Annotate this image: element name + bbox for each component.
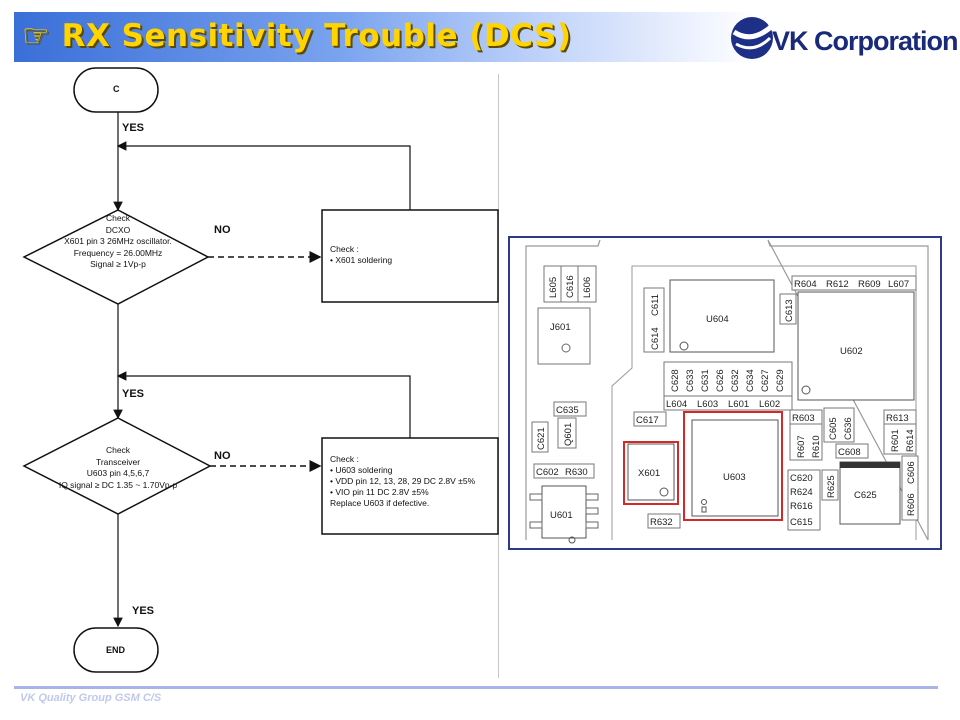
label-c620: C620 bbox=[790, 473, 813, 484]
q601 bbox=[557, 417, 577, 449]
footer-text: VK Quality Group GSM C/S bbox=[20, 692, 162, 704]
label-l603: L603 bbox=[697, 399, 718, 410]
label-l604: L604 bbox=[666, 399, 687, 410]
label-r614: R614 bbox=[905, 429, 916, 452]
label-c629: C629 bbox=[775, 369, 786, 392]
label-r616: R616 bbox=[790, 501, 813, 512]
decision-transceiver-text: Check Transceiver U603 pin 4,5,6,7 IQ si… bbox=[58, 445, 178, 490]
label-u603: U603 bbox=[723, 472, 746, 483]
label-c627: C627 bbox=[760, 369, 771, 392]
label-c628: C628 bbox=[670, 369, 681, 392]
label-u602: U602 bbox=[840, 346, 863, 357]
label-r609: R609 bbox=[858, 279, 881, 290]
label-j601: J601 bbox=[550, 322, 571, 333]
label-l606: L606 bbox=[582, 277, 593, 298]
label-c605: C605 bbox=[828, 417, 839, 440]
label-c635: C635 bbox=[556, 405, 579, 416]
label-l607: L607 bbox=[888, 279, 909, 290]
label-r613: R613 bbox=[886, 413, 909, 424]
label-c615: C615 bbox=[790, 517, 813, 528]
board-outline bbox=[525, 239, 929, 541]
label-l601: L601 bbox=[728, 399, 749, 410]
label-r610: R610 bbox=[811, 435, 822, 458]
label-c634: C634 bbox=[745, 369, 756, 392]
title-bar bbox=[14, 12, 942, 62]
label-u601: U601 bbox=[550, 510, 573, 521]
yes-label-2: YES bbox=[122, 388, 145, 400]
label-c626: C626 bbox=[715, 369, 726, 392]
label-c608: C608 bbox=[838, 447, 861, 458]
board-inner-outline bbox=[611, 265, 917, 540]
company-logo bbox=[731, 17, 774, 59]
footer-divider bbox=[14, 686, 938, 689]
yes-label-1: YES bbox=[122, 122, 145, 134]
label-r607: R607 bbox=[796, 435, 807, 458]
label-c613: C613 bbox=[784, 299, 795, 322]
loop-line-2 bbox=[116, 371, 411, 438]
j601 bbox=[537, 307, 591, 365]
label-u604: U604 bbox=[706, 314, 729, 325]
x601-highlight bbox=[623, 441, 679, 505]
yes-label-3: YES bbox=[132, 605, 155, 617]
action-box-2-text: Check : • U603 soldering • VDD pin 12, 1… bbox=[330, 454, 476, 508]
u603 bbox=[691, 419, 779, 517]
action-box-2 bbox=[321, 437, 499, 535]
u604 bbox=[669, 279, 775, 353]
label-c631: C631 bbox=[700, 369, 711, 392]
decision-dcxo-text: Check DCXO X601 pin 3 26MHz oscillator. … bbox=[64, 213, 172, 269]
label-x601: X601 bbox=[638, 468, 660, 479]
u603-highlight bbox=[683, 411, 783, 521]
label-c602: C602 bbox=[536, 467, 559, 478]
u602 bbox=[797, 291, 915, 401]
label-q601: Q601 bbox=[563, 423, 574, 446]
label-c617: C617 bbox=[636, 415, 659, 426]
c625 bbox=[839, 461, 901, 525]
label-c611: C611 bbox=[650, 294, 661, 316]
label-r624: R624 bbox=[790, 487, 813, 498]
label-c636: C636 bbox=[843, 417, 854, 440]
label-r625: R625 bbox=[826, 475, 837, 498]
label-c625: C625 bbox=[854, 490, 877, 501]
loop-line-1 bbox=[116, 141, 411, 210]
action-box-1 bbox=[321, 209, 499, 303]
label-l605: L605 bbox=[548, 277, 559, 298]
no-label-1: NO bbox=[214, 224, 231, 236]
x601 bbox=[627, 443, 675, 501]
label-c606: C606 bbox=[906, 461, 917, 484]
label-r603: R603 bbox=[792, 413, 815, 424]
label-r606: R606 bbox=[906, 493, 917, 516]
label-c616: C616 bbox=[565, 275, 576, 298]
action-box-1-text: Check : • X601 soldering bbox=[330, 244, 393, 265]
flowchart bbox=[22, 67, 499, 673]
label-c614: C614 bbox=[650, 327, 661, 350]
label-r632: R632 bbox=[650, 517, 673, 528]
end-terminal bbox=[73, 627, 159, 673]
no-label-2: NO bbox=[214, 450, 231, 462]
start-terminal bbox=[73, 67, 159, 113]
end-label: END bbox=[106, 645, 126, 655]
label-r612: R612 bbox=[826, 279, 849, 290]
page-title: ☞ RX Sensitivity Trouble (DCS) bbox=[22, 18, 572, 54]
label-r604: R604 bbox=[794, 279, 817, 290]
label-l602: L602 bbox=[759, 399, 780, 410]
label-c632: C632 bbox=[730, 369, 741, 392]
label-c621: C621 bbox=[536, 427, 547, 450]
start-label: C bbox=[113, 84, 120, 94]
label-c633: C633 bbox=[685, 369, 696, 392]
pcb-layout: L605 C616 L606 J601 C611 C614 U604 C613 … bbox=[508, 236, 942, 550]
label-r630: R630 bbox=[565, 467, 588, 478]
content-divider bbox=[498, 74, 499, 678]
label-r601: R601 bbox=[890, 429, 901, 452]
logo-text: VK Corporation bbox=[772, 26, 958, 56]
